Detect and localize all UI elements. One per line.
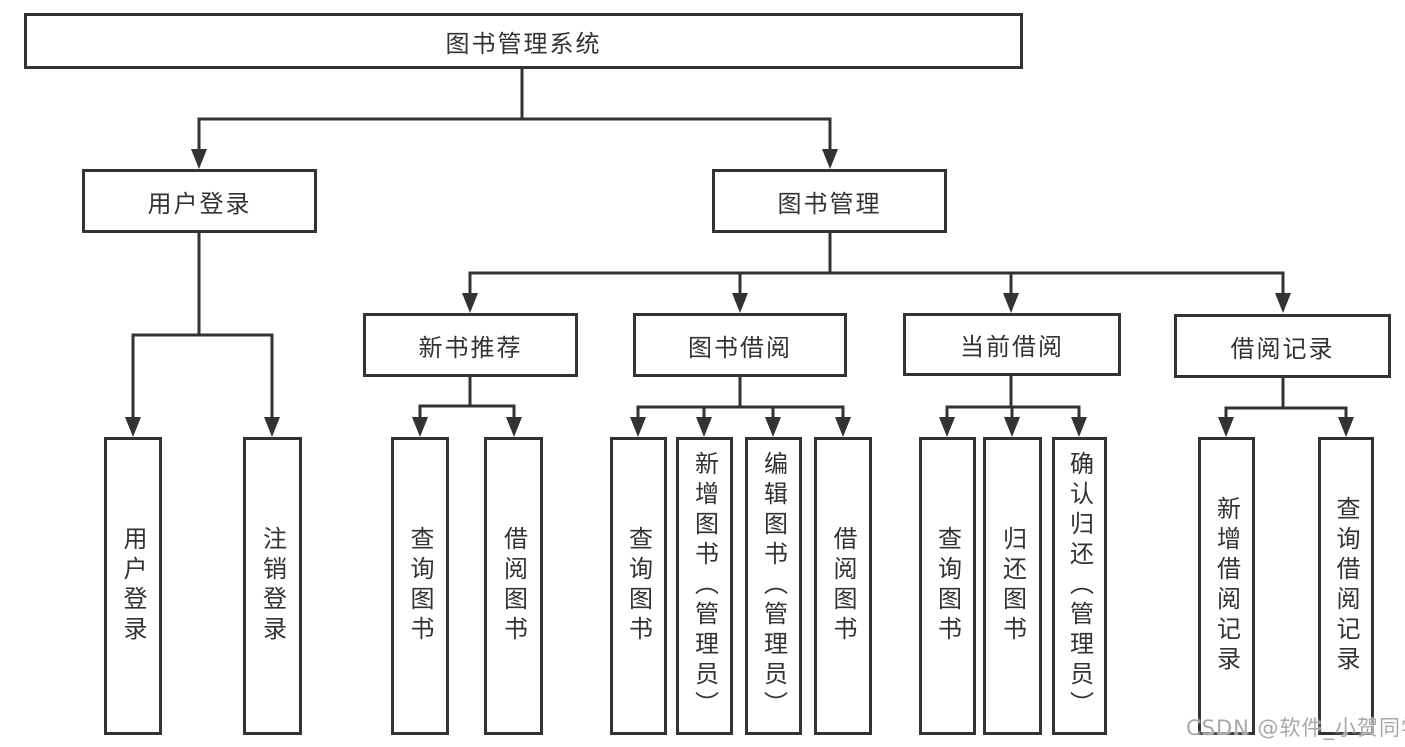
- node-label: 注销登录: [258, 526, 287, 646]
- node-label: 借阅图书: [499, 526, 528, 646]
- node-label: 归还图书: [998, 526, 1027, 646]
- leaf-borrowing-borrow-books: 借阅图书: [814, 437, 872, 735]
- leaf-borrowing-add-books-admin: 新增图书（管理员）: [676, 437, 733, 735]
- node-label: 图书管理: [777, 189, 882, 218]
- node-label: 新增借阅记录: [1212, 496, 1241, 676]
- node-label: 查询图书: [933, 526, 962, 646]
- leaf-current-query-books: 查询图书: [919, 437, 976, 735]
- node-label: 用户登录: [119, 526, 147, 646]
- node-label: 查询图书: [624, 526, 653, 646]
- leaf-records-query-record: 查询借阅记录: [1318, 437, 1374, 735]
- leaf-current-confirm-return-admin: 确认归还（管理员）: [1052, 437, 1107, 735]
- leaf-current-return-books: 归还图书: [983, 437, 1042, 735]
- node-label: 借阅记录: [1230, 334, 1335, 363]
- node-label: 新增图书（管理员）: [690, 451, 719, 721]
- node-borrowing-records: 借阅记录: [1174, 314, 1391, 378]
- node-label: 编辑图书（管理员）: [759, 451, 788, 721]
- node-root-library-management-system: 图书管理系统: [24, 13, 1023, 69]
- leaf-borrowing-edit-books-admin: 编辑图书（管理员）: [745, 437, 802, 735]
- node-user-login: 用户登录: [82, 169, 317, 233]
- node-label: 图书借阅: [688, 333, 792, 362]
- node-label: 当前借阅: [960, 333, 1064, 361]
- leaf-logout: 注销登录: [243, 437, 302, 735]
- leaf-borrowing-query-books: 查询图书: [610, 437, 667, 735]
- node-new-book-recommendation: 新书推荐: [363, 313, 578, 377]
- csdn-watermark: CSDN @软件_小贺同学: [1186, 716, 1405, 740]
- leaf-recommend-query-books: 查询图书: [391, 437, 449, 735]
- node-label: 用户登录: [147, 189, 252, 218]
- node-book-management: 图书管理: [712, 169, 947, 233]
- node-label: 查询借阅记录: [1332, 496, 1360, 676]
- node-current-borrowing: 当前借阅: [903, 313, 1121, 376]
- node-label: 新书推荐: [418, 333, 523, 362]
- node-label: 图书管理系统: [445, 29, 602, 58]
- leaf-records-add-record: 新增借阅记录: [1198, 437, 1255, 735]
- node-book-borrowing: 图书借阅: [633, 313, 847, 377]
- node-label: 查询图书: [406, 526, 434, 646]
- leaf-recommend-borrow-books: 借阅图书: [484, 437, 543, 735]
- node-label: 借阅图书: [829, 526, 857, 646]
- node-label: 确认归还（管理员）: [1065, 451, 1094, 721]
- leaf-user-login: 用户登录: [104, 437, 162, 735]
